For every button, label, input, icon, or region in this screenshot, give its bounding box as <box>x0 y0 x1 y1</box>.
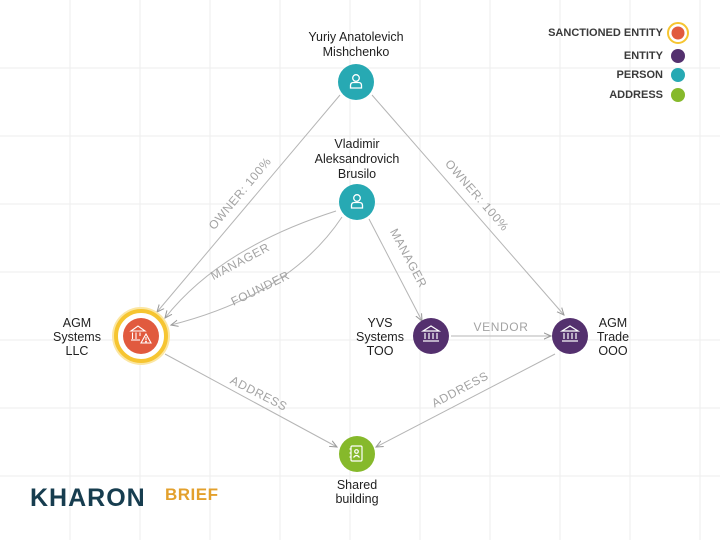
sanctioned-node-circle <box>123 318 159 354</box>
edge-owner-mishchenko-agm-trade <box>371 94 564 315</box>
legend-item-address: ADDRESS <box>609 88 685 102</box>
logo-sub-text: BRIEF <box>165 485 219 504</box>
legend-label: PERSON <box>617 69 664 81</box>
node-label: Systems <box>356 330 404 344</box>
edge-label: MANAGER <box>208 240 272 283</box>
legend-item-entity: ENTITY <box>624 49 685 63</box>
node-label: AGM <box>63 316 91 330</box>
node-label: Shared <box>337 478 377 492</box>
edge-address-agm-trade-shared <box>376 353 556 447</box>
node-label: Mishchenko <box>323 45 390 59</box>
node-label: YVS <box>367 316 392 330</box>
node-agm-trade[interactable]: AGM Trade OOO <box>552 316 629 358</box>
node-mishchenko[interactable]: Yuriy Anatolevich Mishchenko <box>308 30 404 100</box>
node-shared-building[interactable]: Shared building <box>335 436 379 506</box>
edge-manager-brusilo-yvs <box>368 218 422 321</box>
legend-item-person: PERSON <box>617 68 685 82</box>
legend: SANCTIONED ENTITY ENTITY PERSON ADDRESS <box>548 22 689 102</box>
edges <box>157 94 564 447</box>
entity-node-circle <box>552 318 588 354</box>
node-yvs[interactable]: YVS Systems TOO <box>356 316 449 358</box>
node-label: Trade <box>597 330 629 344</box>
sanctioned-bank-icon <box>129 325 152 344</box>
edge-address-agm-systems-shared <box>164 353 337 447</box>
edge-label: MANAGER <box>387 226 430 290</box>
node-label: Vladimir <box>334 137 379 151</box>
edge-label: VENDOR <box>474 320 529 334</box>
edge-label: OWNER: 100% <box>206 154 275 232</box>
bank-icon <box>420 325 442 342</box>
edge-label: ADDRESS <box>429 369 491 411</box>
node-agm-systems[interactable]: AGM Systems LLC <box>53 307 170 365</box>
bank-icon <box>559 325 581 342</box>
node-label: LLC <box>66 344 89 358</box>
legend-item-sanctioned-entity: SANCTIONED ENTITY <box>548 22 689 44</box>
edge-label: FOUNDER <box>229 268 292 308</box>
node-label: Systems <box>53 330 101 344</box>
address-legend-dot <box>671 88 685 102</box>
node-label: Aleksandrovich <box>315 152 400 166</box>
entity-node-circle <box>413 318 449 354</box>
node-label: Yuriy Anatolevich <box>308 30 403 44</box>
legend-label: ENTITY <box>624 50 664 62</box>
person-icon <box>350 194 364 209</box>
logo-main-text: KHARON <box>30 484 146 512</box>
edge-manager-brusilo-agm-systems <box>165 210 337 318</box>
address-node-circle <box>339 436 375 472</box>
person-legend-dot <box>671 68 685 82</box>
node-label: TOO <box>367 344 394 358</box>
kharon-brief-logo: KHARON BRIEF <box>30 484 219 512</box>
address-book-icon <box>349 445 363 462</box>
node-label: Brusilo <box>338 167 376 181</box>
node-brusilo[interactable]: Vladimir Aleksandrovich Brusilo <box>315 137 400 220</box>
legend-label: SANCTIONED ENTITY <box>548 27 664 39</box>
person-icon <box>349 74 363 89</box>
node-label: building <box>335 492 378 506</box>
node-label: OOO <box>598 344 627 358</box>
node-label: AGM <box>599 316 627 330</box>
sanctioned-legend-dot <box>671 26 685 40</box>
edge-label: OWNER: 100% <box>442 157 512 234</box>
entity-legend-dot <box>671 49 685 63</box>
edge-founder-brusilo-agm-systems <box>171 216 343 325</box>
edge-owner-mishchenko-agm-systems <box>157 94 341 312</box>
legend-label: ADDRESS <box>609 89 663 101</box>
